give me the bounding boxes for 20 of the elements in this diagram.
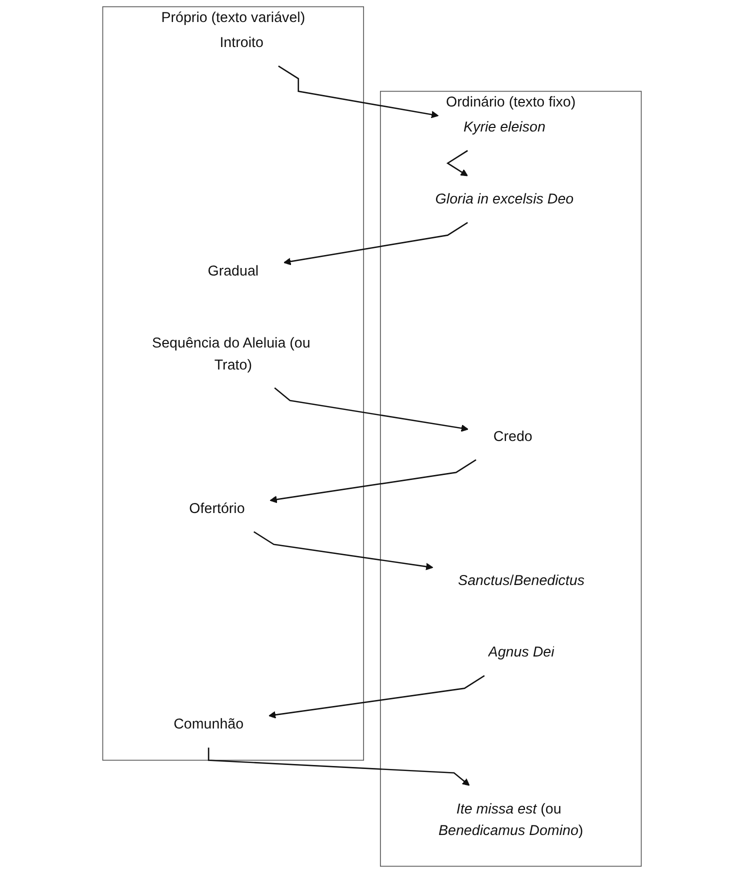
node-text: Gradual [208, 262, 259, 279]
cluster [102, 6, 364, 761]
node-text: Ofertório [189, 500, 245, 516]
arrow [208, 748, 470, 786]
cluster [380, 90, 642, 867]
node-text: Sequência do Aleluia (ou Trato) [152, 334, 310, 372]
arrow [446, 150, 468, 176]
arrow [254, 531, 434, 570]
node-text: Ite missa est (ou Benedicamus Domino) [438, 800, 584, 838]
node-text: Sanctus/Benedictus [458, 572, 585, 588]
arrow [284, 222, 468, 266]
node-text: Kyrie eleison [464, 119, 546, 136]
node-text: Credo [493, 428, 532, 444]
arrow [274, 387, 468, 432]
node-text: Gloria in excelsis Deo [435, 191, 574, 207]
node-text: Comunhão [174, 716, 244, 732]
arrow [278, 65, 439, 118]
arrow [270, 459, 476, 504]
arrow [268, 675, 485, 719]
node-text: Introito [220, 34, 264, 50]
